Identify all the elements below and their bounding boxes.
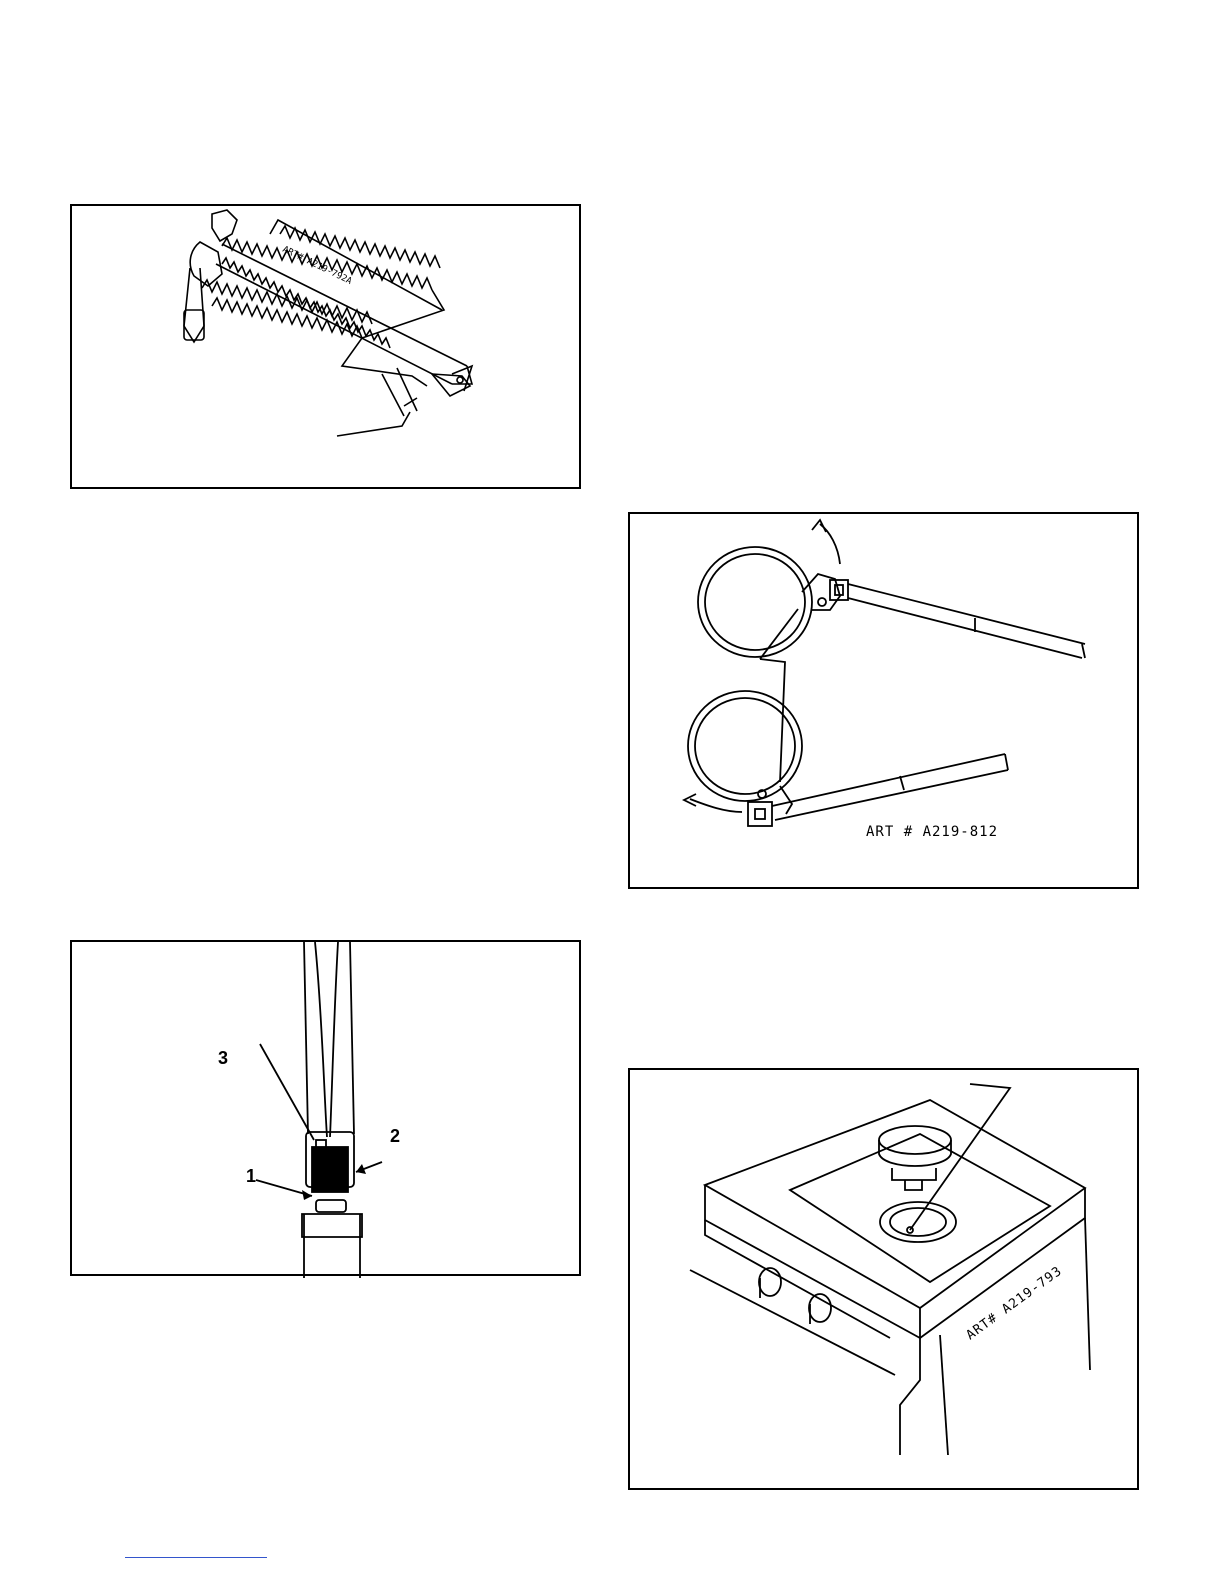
heating-element-drawing: ART# A219-792A	[72, 206, 583, 491]
socket-figure: 3 2 1	[70, 940, 581, 1276]
callout-1: 1	[246, 1166, 256, 1187]
heater-art-label: ART# A219-792A	[281, 245, 354, 287]
callout-2: 2	[390, 1126, 400, 1147]
heating-element-figure: ART# A219-792A	[70, 204, 581, 489]
socket-drawing	[72, 942, 583, 1278]
footer-link-rule[interactable]	[125, 1557, 267, 1558]
stove-knob-figure: ART# A219-793	[628, 1068, 1139, 1490]
stove-art-label: ART# A219-793	[964, 1264, 1066, 1344]
wrench-art-label: ART # A219-812	[866, 824, 998, 840]
callout-3: 3	[218, 1048, 228, 1069]
filter-wrench-figure: ART # A219-812	[628, 512, 1139, 889]
stove-knob-drawing: ART# A219-793	[630, 1070, 1141, 1492]
filter-wrench-drawing: ART # A219-812	[630, 514, 1141, 891]
